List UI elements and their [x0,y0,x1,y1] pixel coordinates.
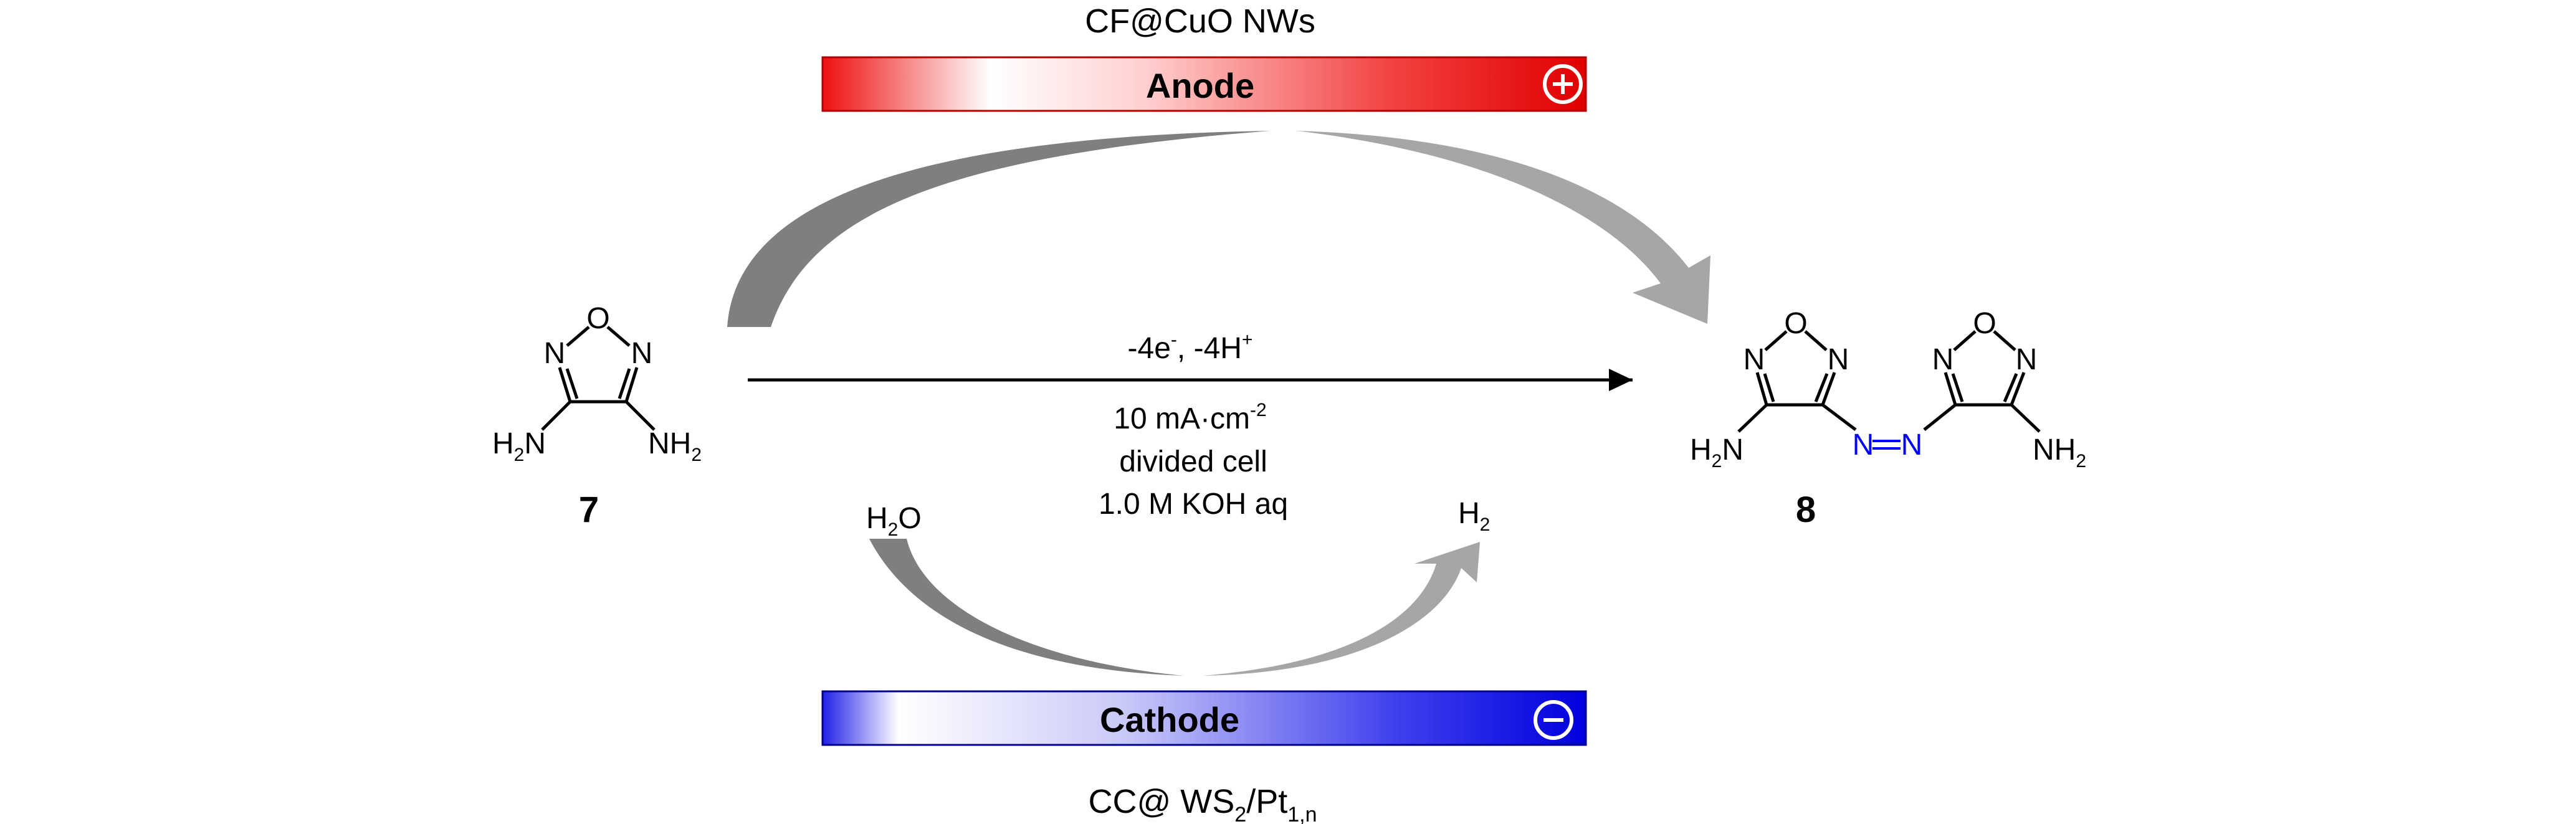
reactant-amine-left: H2N [492,427,546,465]
azo-nitrogen-2: N [1901,429,1923,462]
product-ring1-nitrogen-left: N [1744,343,1765,376]
reactant-ring-oxygen: O [586,302,609,335]
azo-nitrogen-1: N [1853,429,1874,462]
anode-label: Anode [1146,66,1254,105]
product-compound-number: 8 [1796,490,1816,530]
current-density-label: 10 mA·cm-2 [1114,400,1266,435]
anode-bar: Anode [821,56,1587,112]
product-ring1-nitrogen-right: N [1828,343,1849,376]
product-ring2-nitrogen-right: N [2016,343,2038,376]
anode-oxidation-arrow-left [727,131,1271,327]
azo-double-bond [1872,440,1901,450]
minus-icon [1534,700,1573,740]
cathode-bar: Cathode [821,690,1587,746]
plus-icon [1543,64,1583,104]
product-ring2-nitrogen-left: N [1932,343,1954,376]
product-ring1-oxygen: O [1784,307,1807,340]
electron-proton-label: -4e-, -4H+ [1128,329,1253,365]
electrolyte-label: 1.0 M KOH aq [1099,488,1288,521]
cell-type-label: divided cell [1119,445,1267,478]
reactant-molecule-7 [541,326,656,431]
reactant-amine-right: NH2 [648,427,702,465]
product-ring2-oxygen: O [1973,307,1996,340]
cathode-hydrogen-arrow [1203,542,1480,676]
product-amine-right: NH2 [2033,433,2086,471]
product-amine-left: H2N [1690,433,1744,471]
cathode-label: Cathode [1100,700,1239,739]
anode-catalyst-label: CF@CuO NWs [1085,2,1315,40]
water-label: H2O [866,502,922,540]
reactant-compound-number: 7 [579,490,599,530]
reactant-ring-nitrogen-right: N [631,337,653,370]
reactant-ring-nitrogen-left: N [544,337,566,370]
anode-oxidation-arrow-right [1296,131,1710,324]
hydrogen-label: H2 [1458,497,1490,535]
product-molecule-8 [1737,330,2041,433]
cathode-catalyst-label: CC@ WS2/Pt1,n [1088,783,1317,824]
cathode-water-arrow [869,539,1184,676]
